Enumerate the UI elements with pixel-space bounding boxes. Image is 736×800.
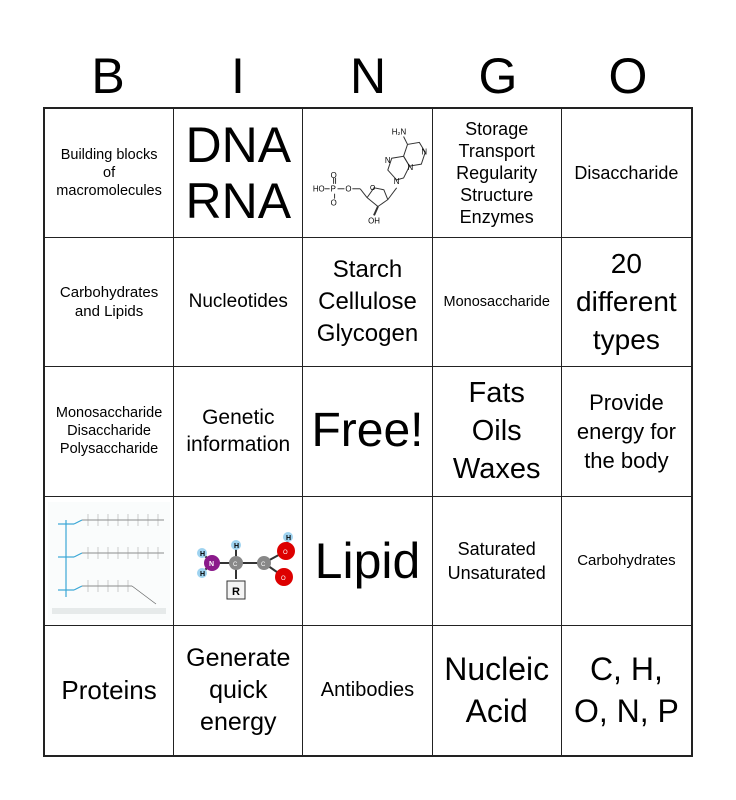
- bingo-cell[interactable]: Carbohydrates: [561, 497, 691, 626]
- cell-text: Nucleotides: [188, 291, 288, 313]
- bingo-cell[interactable]: HO P O O O O N N N N H₂N OH: [303, 109, 433, 239]
- atom-label-h: H: [234, 543, 239, 550]
- bingo-cell[interactable]: Storage Transport Regularity Structure E…: [432, 109, 562, 239]
- cell-text: Proteins: [61, 674, 157, 705]
- bingo-header: B I N G O: [43, 46, 693, 106]
- bingo-cell[interactable]: Generate quick energy: [174, 625, 304, 755]
- cell-text: Monosaccharide Disaccharide Polysacchari…: [55, 405, 163, 458]
- bingo-cell[interactable]: Carbohydrates and Lipids: [45, 238, 175, 368]
- bingo-cell[interactable]: Free!: [303, 367, 433, 497]
- header-letter-i: I: [231, 48, 245, 104]
- bingo-cell[interactable]: C, H, O, N, P: [562, 626, 691, 755]
- bingo-cell[interactable]: Nucleic Acid: [433, 625, 562, 755]
- label-o-bridge: O: [346, 185, 352, 194]
- header-letter-b: B: [91, 48, 125, 104]
- label-ring-n: N: [394, 177, 400, 186]
- atom-label-o: O: [281, 576, 286, 582]
- cell-text: Fats Oils Waxes: [452, 377, 541, 486]
- free-space-text: Free!: [311, 404, 424, 458]
- cell-text: Antibodies: [320, 679, 415, 702]
- r-group-label: R: [232, 586, 240, 598]
- bingo-cell[interactable]: Fats Oils Waxes: [432, 367, 562, 497]
- label-ho: HO: [313, 185, 325, 194]
- bingo-cell[interactable]: DNA RNA: [174, 109, 304, 239]
- header-letter-g: G: [478, 48, 518, 104]
- bingo-cell[interactable]: Genetic information: [174, 367, 304, 497]
- bingo-cell[interactable]: Lipid: [303, 496, 433, 626]
- label-ring-n4: N: [408, 163, 414, 172]
- cell-text: Saturated Unsaturated: [447, 538, 546, 583]
- cell-text: Starch Cellulose Glycogen: [316, 256, 419, 348]
- bingo-cell[interactable]: Provide energy for the body: [561, 367, 691, 497]
- bingo-cell[interactable]: Saturated Unsaturated: [432, 496, 562, 626]
- label-amine: H₂N: [392, 128, 407, 137]
- label-p: P: [331, 185, 336, 194]
- cell-text: Lipid: [314, 532, 421, 589]
- bingo-cell[interactable]: [45, 496, 175, 626]
- bingo-cell[interactable]: Starch Cellulose Glycogen: [303, 238, 433, 368]
- nucleotide-structure-image: HO P O O O O N N N N H₂N OH: [313, 128, 428, 226]
- cell-text: Disaccharide: [574, 163, 679, 184]
- cell-text: Genetic information: [186, 406, 291, 457]
- bingo-cell[interactable]: Antibodies: [303, 625, 433, 755]
- label-ring-o: O: [370, 185, 376, 192]
- header-letter-o: O: [608, 48, 648, 104]
- cell-text: 20 different types: [576, 248, 677, 356]
- cell-text: Generate quick energy: [186, 644, 291, 737]
- atom-label-o: O: [283, 550, 288, 556]
- atom-label-n: N: [209, 561, 214, 568]
- bingo-cell[interactable]: Disaccharide: [561, 109, 691, 239]
- label-o: O: [331, 171, 337, 180]
- triglyceride-structure-image: [48, 501, 171, 620]
- atom-label-c: C: [261, 562, 266, 568]
- cell-text: Building blocks of macromolecules: [56, 147, 162, 200]
- bingo-cell[interactable]: 20 different types: [561, 238, 691, 368]
- cell-text: Nucleic Acid: [444, 651, 550, 730]
- bingo-cell[interactable]: Building blocks of macromolecules: [45, 109, 175, 239]
- header-letter-n: N: [349, 48, 387, 104]
- bingo-cell[interactable]: H H H H N C C O O R: [174, 496, 304, 626]
- label-o-minus: O: [331, 199, 337, 208]
- bingo-cell[interactable]: Nucleotides: [174, 238, 304, 368]
- cell-text: Carbohydrates: [577, 552, 676, 570]
- cell-text: DNA RNA: [185, 117, 292, 230]
- atom-label-h: H: [286, 535, 291, 542]
- cell-text: C, H, O, N, P: [573, 651, 679, 730]
- label-ring-n2: N: [385, 156, 391, 165]
- atom-label-c: C: [233, 562, 238, 568]
- bingo-cell[interactable]: Monosaccharide Disaccharide Polysacchari…: [45, 367, 175, 497]
- bingo-card-grid: Building blocks of macromolecules DNA RN…: [43, 107, 693, 757]
- label-ring-n3: N: [422, 147, 428, 156]
- atom-label-h: H: [200, 551, 205, 558]
- amino-acid-structure-image: H H H H N C C O O R: [197, 531, 296, 600]
- cell-text: Provide energy for the body: [576, 389, 676, 473]
- cell-text: Monosaccharide: [443, 294, 550, 311]
- bingo-cell[interactable]: Proteins: [45, 625, 175, 755]
- cell-text: Storage Transport Regularity Structure E…: [456, 119, 538, 228]
- atom-label-h: H: [200, 571, 205, 578]
- bingo-cell[interactable]: Monosaccharide: [432, 238, 562, 368]
- cell-text: Carbohydrates and Lipids: [59, 284, 159, 321]
- label-sugar-oh: OH: [368, 216, 380, 225]
